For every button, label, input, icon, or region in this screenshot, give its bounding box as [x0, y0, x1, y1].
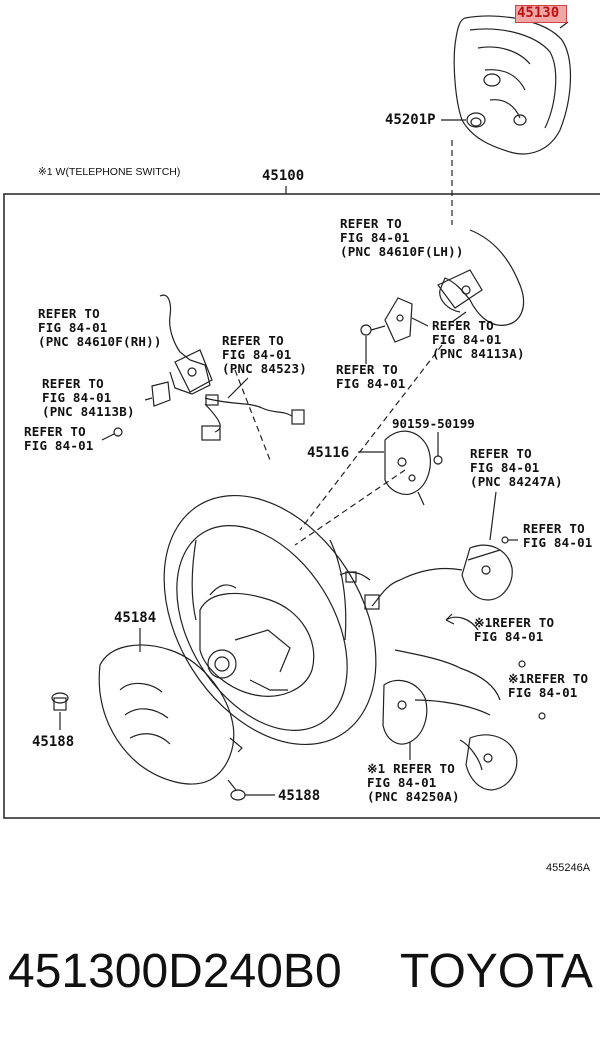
- ref-telephone-2[interactable]: ※1REFER TO FIG 84-01: [508, 671, 589, 700]
- wire-harness-84523: [201, 394, 305, 441]
- ref-84113a[interactable]: REFER TO FIG 84-01 (PNC 84113A): [432, 318, 525, 361]
- screw-left: [101, 427, 123, 441]
- figure-code: 455246A: [546, 862, 591, 874]
- ref-84113b[interactable]: REFER TO FIG 84-01 (PNC 84113B): [42, 376, 135, 419]
- ref-fig-84-01-left[interactable]: REFER TO FIG 84-01: [24, 424, 94, 453]
- bolt-45188-left: [51, 692, 69, 730]
- bracket-84113a: [384, 297, 413, 343]
- paddle-switch-lh: [437, 229, 525, 326]
- screw-90159: [433, 432, 443, 465]
- highlight-box: [515, 5, 567, 23]
- nut-45201P: [441, 112, 486, 128]
- ref-84610f-rh[interactable]: REFER TO FIG 84-01 (PNC 84610F(RH)): [38, 306, 162, 349]
- paddle-switch-rh: [159, 294, 213, 395]
- cover-45116: [384, 430, 431, 506]
- label-45130[interactable]: 45130: [517, 5, 560, 21]
- telephone-switch-note: ※1 W(TELEPHONE SWITCH): [38, 166, 181, 178]
- ref-84250a[interactable]: ※1 REFER TO FIG 84-01 (PNC 84250A): [367, 761, 460, 804]
- label-45116[interactable]: 45116: [307, 445, 350, 461]
- label-45188-bottom[interactable]: 45188: [278, 788, 321, 804]
- switch-lower-rh: [465, 734, 518, 791]
- ref-telephone-1[interactable]: ※1REFER TO FIG 84-01: [474, 615, 555, 644]
- assembly-frame: [3, 193, 600, 819]
- screw-center: [360, 324, 386, 336]
- switch-84250a: [382, 679, 428, 745]
- cover-45184: [98, 644, 243, 785]
- label-45188-left[interactable]: 45188: [32, 734, 75, 750]
- ref-fig-84-01-screw[interactable]: REFER TO FIG 84-01: [336, 362, 406, 391]
- ref-84610f-lh[interactable]: REFER TO FIG 84-01 (PNC 84610F(LH)): [340, 216, 464, 259]
- ref-84247a[interactable]: REFER TO FIG 84-01 (PNC 84247A): [470, 446, 563, 489]
- label-45201P[interactable]: 45201P: [385, 112, 436, 128]
- bolt-45188-bottom: [227, 779, 275, 801]
- label-45100[interactable]: 45100: [262, 168, 305, 184]
- ref-84523[interactable]: REFER TO FIG 84-01 (PNC 84523): [222, 333, 307, 376]
- airbag-assembly-45130: [453, 15, 571, 155]
- bracket-84113b: [144, 381, 171, 407]
- footer-brand: TOYOTA: [400, 945, 593, 998]
- label-90159-50199[interactable]: 90159-50199: [392, 416, 475, 431]
- ref-fig-84-01-right[interactable]: REFER TO FIG 84-01: [523, 521, 593, 550]
- label-45184[interactable]: 45184: [114, 610, 157, 626]
- steering-wheel: [163, 494, 377, 746]
- footer-part-number: 451300D240B0: [8, 945, 342, 998]
- switch-84247a: [461, 544, 513, 601]
